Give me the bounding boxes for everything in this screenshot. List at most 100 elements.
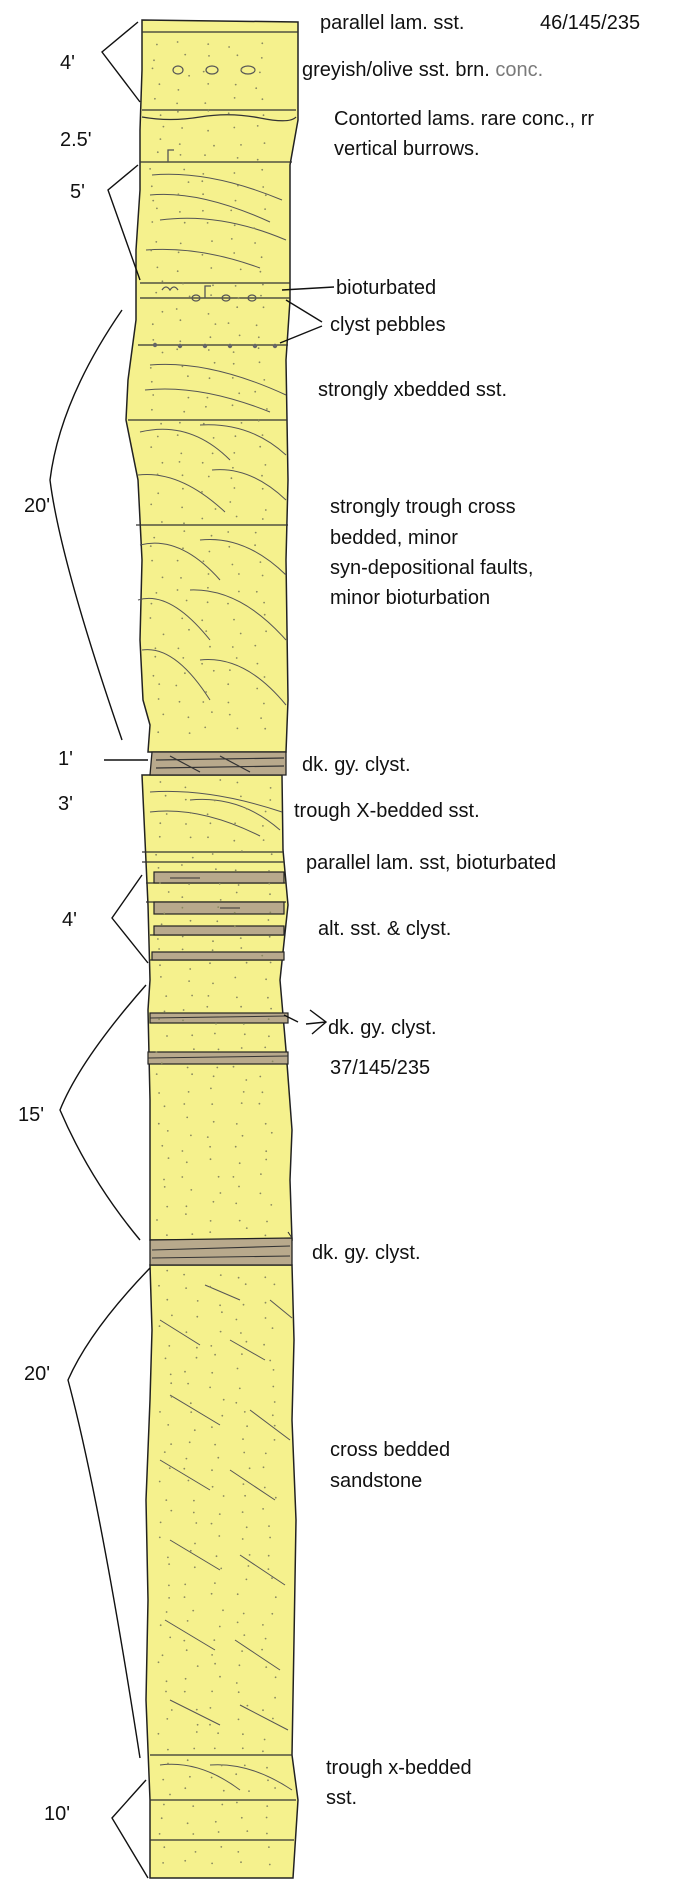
stipple-dot bbox=[228, 546, 230, 548]
stipple-dot bbox=[183, 1468, 185, 1470]
stipple-dot bbox=[275, 1497, 277, 1499]
stipple-dot bbox=[211, 535, 213, 537]
stipple-dot bbox=[196, 1709, 198, 1711]
stipple-dot bbox=[202, 193, 204, 195]
stipple-dot bbox=[218, 1049, 220, 1051]
stipple-dot bbox=[241, 69, 243, 71]
stipple-dot bbox=[188, 1480, 190, 1482]
stipple-dot bbox=[227, 531, 229, 533]
stipple-dot bbox=[239, 1664, 241, 1666]
stipple-dot bbox=[235, 435, 237, 437]
stipple-dot bbox=[210, 294, 212, 296]
stipple-dot bbox=[254, 242, 256, 244]
stipple-dot bbox=[218, 1176, 220, 1178]
stipple-dot bbox=[269, 799, 271, 801]
thickness-label: 3' bbox=[58, 793, 73, 815]
stipple-dot bbox=[233, 351, 235, 353]
stipple-dot bbox=[205, 691, 207, 693]
stipple-dot bbox=[265, 1123, 267, 1125]
stipple-dot bbox=[265, 978, 267, 980]
stipple-dot bbox=[266, 1767, 268, 1769]
stipple-dot bbox=[257, 159, 259, 161]
stipple-dot bbox=[234, 912, 236, 914]
stipple-dot bbox=[202, 173, 204, 175]
stipple-dot bbox=[190, 812, 192, 814]
stipple-dot bbox=[238, 1186, 240, 1188]
stipple-dot bbox=[215, 508, 217, 510]
stipple-dot bbox=[264, 1047, 266, 1049]
stipple-dot bbox=[166, 1035, 168, 1037]
stipple-dot bbox=[271, 1577, 273, 1579]
stipple-dot bbox=[254, 645, 256, 647]
thickness-label: 10' bbox=[44, 1803, 70, 1825]
stipple-dot bbox=[209, 551, 211, 553]
stipple-dot bbox=[156, 44, 158, 46]
stipple-dot bbox=[202, 210, 204, 212]
stipple-dot bbox=[243, 1483, 245, 1485]
stipple-dot bbox=[238, 1691, 240, 1693]
stipple-dot bbox=[240, 1861, 242, 1863]
stipple-dot bbox=[269, 1864, 271, 1866]
stipple-dot bbox=[241, 1817, 243, 1819]
stipple-dot bbox=[269, 893, 271, 895]
stipple-dot bbox=[221, 1311, 223, 1313]
stipple-dot bbox=[183, 1103, 185, 1105]
stipple-dot bbox=[157, 938, 159, 940]
stipple-dot bbox=[239, 335, 241, 337]
stipple-dot bbox=[235, 1203, 237, 1205]
stipple-dot bbox=[240, 269, 242, 271]
stipple-dot bbox=[257, 125, 259, 127]
stipple-dot bbox=[160, 114, 162, 116]
stipple-dot bbox=[268, 1035, 270, 1037]
stipple-dot bbox=[191, 995, 193, 997]
stipple-dot bbox=[165, 795, 167, 797]
stipple-dot bbox=[167, 1130, 169, 1132]
stipple-dot bbox=[268, 883, 270, 885]
stipple-dot bbox=[192, 1805, 194, 1807]
stipple-dot bbox=[213, 1121, 215, 1123]
stipple-dot bbox=[184, 1371, 186, 1373]
stipple-dot bbox=[162, 462, 164, 464]
stipple-dot bbox=[167, 1749, 169, 1751]
description-text: Contorted lams. rare conc., rr bbox=[334, 108, 594, 130]
stipple-dot bbox=[166, 1718, 168, 1720]
stipple-dot bbox=[205, 630, 207, 632]
stipple-dot bbox=[184, 672, 186, 674]
description-text: dk. gy. clyst. bbox=[328, 1017, 437, 1039]
stipple-dot bbox=[184, 1584, 186, 1586]
stipple-dot bbox=[246, 1526, 248, 1528]
stipple-dot bbox=[236, 306, 238, 308]
description-text: cross bedded bbox=[330, 1439, 450, 1461]
stipple-dot bbox=[217, 906, 219, 908]
stipple-dot bbox=[193, 1500, 195, 1502]
stipple-dot bbox=[190, 1189, 192, 1191]
stipple-dot bbox=[167, 1424, 169, 1426]
stipple-dot bbox=[272, 1414, 274, 1416]
thickness-label: 20' bbox=[24, 1363, 50, 1385]
stipple-dot bbox=[236, 1682, 238, 1684]
stipple-dot bbox=[189, 732, 191, 734]
stipple-dot bbox=[171, 1709, 173, 1711]
stipple-dot bbox=[182, 657, 184, 659]
stipple-dot bbox=[221, 1765, 223, 1767]
stipple-dot bbox=[156, 1219, 158, 1221]
stipple-dot bbox=[169, 1467, 171, 1469]
stipple-dot bbox=[218, 1535, 220, 1537]
stipple-dot bbox=[219, 883, 221, 885]
stipple-dot bbox=[209, 1231, 211, 1233]
stipple-dot bbox=[165, 1358, 167, 1360]
stipple-dot bbox=[211, 1863, 213, 1865]
stipple-dot bbox=[271, 853, 273, 855]
stipple-dot bbox=[237, 728, 239, 730]
stipple-dot bbox=[150, 446, 152, 448]
stipple-dot bbox=[212, 940, 214, 942]
stipple-dot bbox=[170, 1374, 172, 1376]
stipple-dot bbox=[165, 1691, 167, 1693]
stipple-dot bbox=[180, 154, 182, 156]
stipple-dot bbox=[190, 1411, 192, 1413]
stipple-dot bbox=[266, 1817, 268, 1819]
stipple-dot bbox=[187, 1759, 189, 1761]
stipple-dot bbox=[254, 544, 256, 546]
stipple-dot bbox=[232, 646, 234, 648]
stipple-dot bbox=[177, 270, 179, 272]
